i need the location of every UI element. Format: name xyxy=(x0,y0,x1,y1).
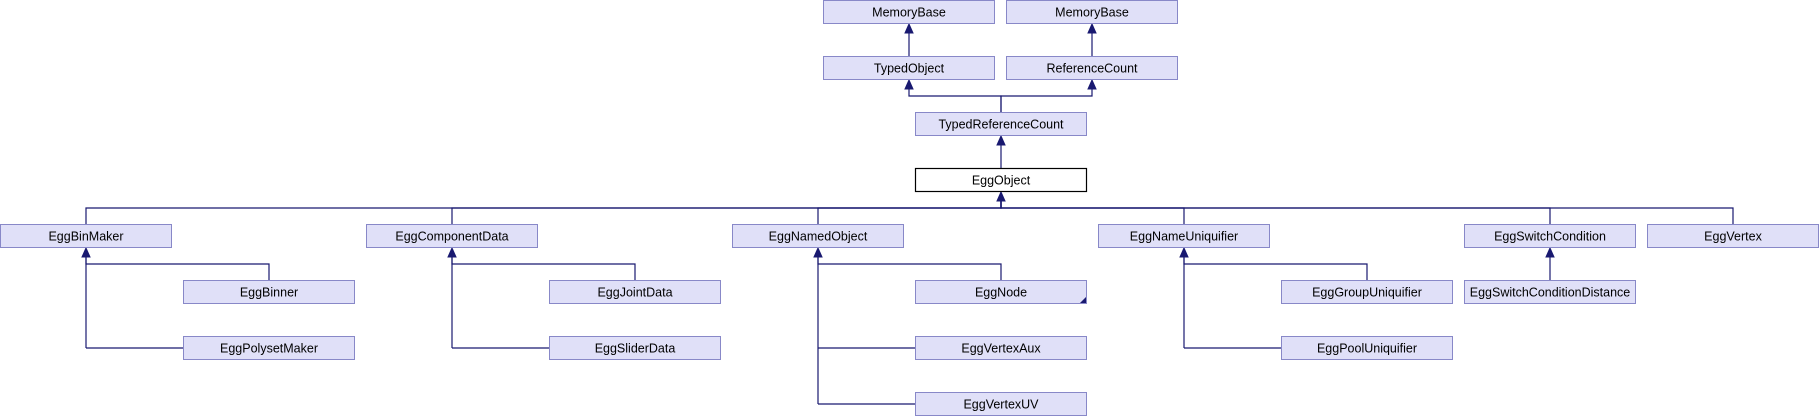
edge-typedreferencecount-to-referencecount xyxy=(1000,89,1093,112)
class-node-eggbinner[interactable]: EggBinner xyxy=(183,280,355,304)
class-node-box xyxy=(915,280,1087,304)
class-node-memorybase_a[interactable]: MemoryBase xyxy=(823,0,995,24)
class-node-eggnamedobject[interactable]: EggNamedObject xyxy=(732,224,904,248)
class-node-box xyxy=(823,56,995,80)
class-node-label: EggSwitchCondition xyxy=(1494,230,1606,244)
class-node-box xyxy=(549,336,721,360)
arrowhead-eggbinmaker xyxy=(81,246,91,258)
edge-eggnameuniquifier-to-eggobject xyxy=(1000,201,1185,224)
class-node-eggnode[interactable]: EggNode xyxy=(915,280,1087,304)
class-node-box xyxy=(1006,0,1178,24)
class-node-typedobject[interactable]: TypedObject xyxy=(823,56,995,80)
class-node-eggvertexuv[interactable]: EggVertexUV xyxy=(915,392,1087,416)
arrowhead-memorybase_a xyxy=(904,22,914,34)
edge-eggvertex-to-eggobject xyxy=(1000,201,1734,224)
edge-eggnode-to-eggnamedobject xyxy=(817,257,1002,280)
class-node-eggpooluniquifier[interactable]: EggPoolUniquifier xyxy=(1281,336,1453,360)
edge-egggroupuniquifier-to-eggnameuniquifier xyxy=(1183,257,1368,280)
class-node-box xyxy=(915,336,1087,360)
class-node-box xyxy=(0,224,172,248)
class-node-eggsliderdata[interactable]: EggSliderData xyxy=(549,336,721,360)
arrowhead-referencecount xyxy=(1087,78,1097,90)
class-node-label: EggJointData xyxy=(597,286,672,300)
class-node-eggbinmaker[interactable]: EggBinMaker xyxy=(0,224,172,248)
class-node-box xyxy=(1281,280,1453,304)
class-node-eggpolysetmaker[interactable]: EggPolysetMaker xyxy=(183,336,355,360)
class-node-eggvertex[interactable]: EggVertex xyxy=(1647,224,1819,248)
class-node-eggjointdata[interactable]: EggJointData xyxy=(549,280,721,304)
class-node-label: EggBinner xyxy=(240,286,298,300)
class-node-label: EggNameUniquifier xyxy=(1130,230,1238,244)
edge-eggjointdata-to-eggcomponentdata xyxy=(451,257,636,280)
edge-eggnamedobject-to-eggobject xyxy=(817,201,1002,224)
class-node-eggcomponentdata[interactable]: EggComponentData xyxy=(366,224,538,248)
class-node-label: EggNode xyxy=(975,286,1027,300)
class-node-box xyxy=(823,0,995,24)
class-node-label: EggSwitchConditionDistance xyxy=(1470,286,1631,300)
class-node-box xyxy=(183,336,355,360)
class-node-label: EggVertex xyxy=(1704,230,1762,244)
arrowhead-eggnamedobject xyxy=(813,246,823,258)
class-node-label: EggPoolUniquifier xyxy=(1317,342,1417,356)
class-node-label: EggNamedObject xyxy=(769,230,868,244)
class-node-label: ReferenceCount xyxy=(1046,62,1138,76)
class-node-box xyxy=(1098,224,1270,248)
edge-eggswitchcondition-to-eggobject xyxy=(1000,201,1551,224)
class-node-box xyxy=(1281,336,1453,360)
arrowhead-eggnameuniquifier xyxy=(1179,246,1189,258)
class-node-egggroupuniquifier[interactable]: EggGroupUniquifier xyxy=(1281,280,1453,304)
class-node-label: EggObject xyxy=(972,174,1031,188)
class-node-referencecount[interactable]: ReferenceCount xyxy=(1006,56,1178,80)
arrowhead-eggswitchcondition xyxy=(1545,246,1555,258)
class-node-label: EggVertexUV xyxy=(963,398,1039,412)
class-node-label: EggComponentData xyxy=(395,230,508,244)
edge-eggcomponentdata-to-eggobject xyxy=(451,201,1002,224)
class-node-eggswitchcondition[interactable]: EggSwitchCondition xyxy=(1464,224,1636,248)
class-node-box xyxy=(1006,56,1178,80)
class-node-box xyxy=(549,280,721,304)
class-node-label: EggSliderData xyxy=(595,342,676,356)
arrowhead-memorybase_b xyxy=(1087,22,1097,34)
class-node-label: EggBinMaker xyxy=(48,230,123,244)
class-node-label: EggVertexAux xyxy=(961,342,1041,356)
class-node-box xyxy=(1464,224,1636,248)
arrowhead-typedreferencecount xyxy=(996,134,1006,146)
edge-typedreferencecount-to-typedobject xyxy=(908,89,1002,112)
class-node-typedreferencecount[interactable]: TypedReferenceCount xyxy=(915,112,1087,136)
class-node-label: TypedReferenceCount xyxy=(938,118,1064,132)
arrowhead-eggcomponentdata xyxy=(447,246,457,258)
class-node-eggnameuniquifier[interactable]: EggNameUniquifier xyxy=(1098,224,1270,248)
edge-eggbinmaker-to-eggobject xyxy=(85,201,1002,224)
class-node-memorybase_b[interactable]: MemoryBase xyxy=(1006,0,1178,24)
class-node-box xyxy=(915,112,1087,136)
class-node-label: MemoryBase xyxy=(872,6,946,20)
class-node-label: EggGroupUniquifier xyxy=(1312,286,1422,300)
class-node-box xyxy=(732,224,904,248)
edges-layer xyxy=(81,22,1734,405)
class-node-box xyxy=(914,167,1088,193)
truncated-corner-icon xyxy=(1080,297,1086,303)
arrowhead-eggobject xyxy=(996,190,1006,202)
edge-eggbinner-to-eggbinmaker xyxy=(85,257,270,280)
class-node-label: MemoryBase xyxy=(1055,6,1129,20)
class-node-box xyxy=(183,280,355,304)
class-node-eggswitchconditiondistance[interactable]: EggSwitchConditionDistance xyxy=(1464,280,1636,304)
class-node-box xyxy=(366,224,538,248)
class-node-label: TypedObject xyxy=(874,62,945,76)
class-node-eggobject: EggObject xyxy=(914,167,1088,193)
class-node-eggvertexaux[interactable]: EggVertexAux xyxy=(915,336,1087,360)
class-node-box xyxy=(1647,224,1819,248)
class-node-box xyxy=(1464,280,1636,304)
arrowhead-typedobject xyxy=(904,78,914,90)
class-node-label: EggPolysetMaker xyxy=(220,342,318,356)
